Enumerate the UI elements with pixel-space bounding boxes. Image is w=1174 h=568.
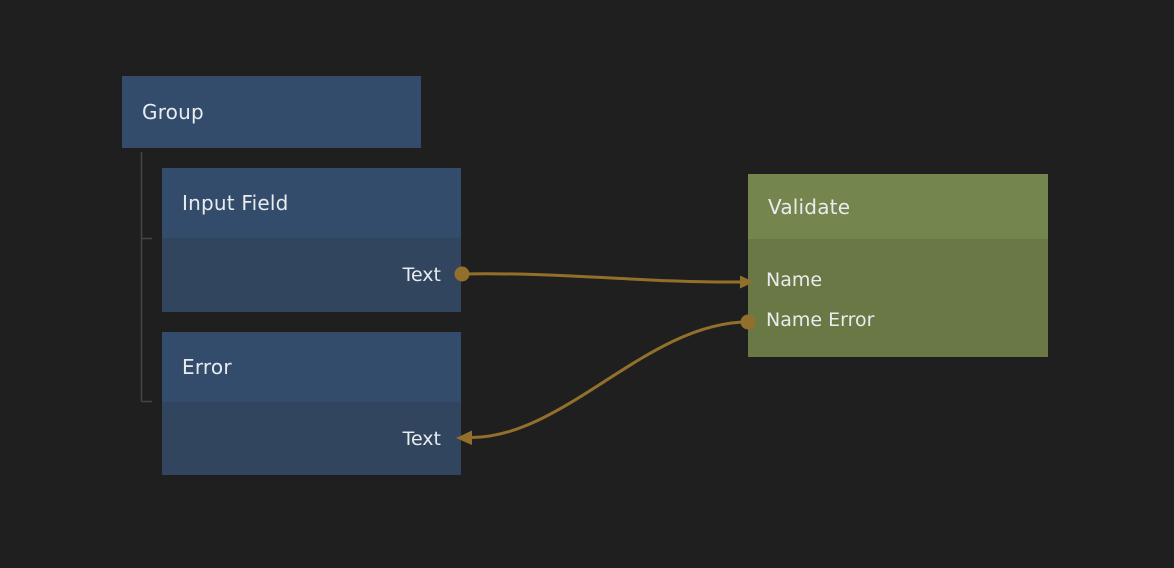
port-dot-inputfield-text-output[interactable] bbox=[454, 266, 470, 282]
output-port-label-text: Text bbox=[402, 264, 441, 286]
node-error-title: Error bbox=[182, 355, 232, 379]
node-error-header[interactable]: Error bbox=[162, 332, 461, 402]
input-port-label-name: Name bbox=[766, 269, 823, 291]
wire-inputfield-text-to-validate-name[interactable] bbox=[461, 272, 741, 284]
input-port-row-name: Name bbox=[748, 260, 1048, 300]
node-error[interactable]: Error Text bbox=[162, 332, 461, 475]
node-error-body: Text bbox=[162, 402, 461, 475]
port-dot-validate-nameerror-output[interactable] bbox=[740, 314, 756, 330]
output-port-label-name-error: Name Error bbox=[766, 309, 875, 331]
node-input-field-header[interactable]: Input Field bbox=[162, 168, 461, 238]
node-group-title: Group bbox=[142, 100, 204, 124]
node-input-field-title: Input Field bbox=[182, 191, 289, 215]
node-input-field-body: Text bbox=[162, 238, 461, 312]
node-validate-body: Name Name Error bbox=[748, 239, 1048, 357]
wire-validate-nameerror-to-error-text[interactable] bbox=[471, 320, 749, 439]
node-validate[interactable]: Validate Name Name Error bbox=[748, 174, 1048, 357]
node-validate-title: Validate bbox=[768, 194, 851, 219]
output-port-row-name-error: Name Error bbox=[748, 300, 1048, 340]
input-port-label-text: Text bbox=[402, 427, 441, 450]
node-validate-header[interactable]: Validate bbox=[748, 174, 1048, 239]
node-group-header[interactable]: Group bbox=[122, 76, 421, 148]
node-input-field[interactable]: Input Field Text bbox=[162, 168, 461, 312]
node-group[interactable]: Group bbox=[122, 76, 421, 148]
